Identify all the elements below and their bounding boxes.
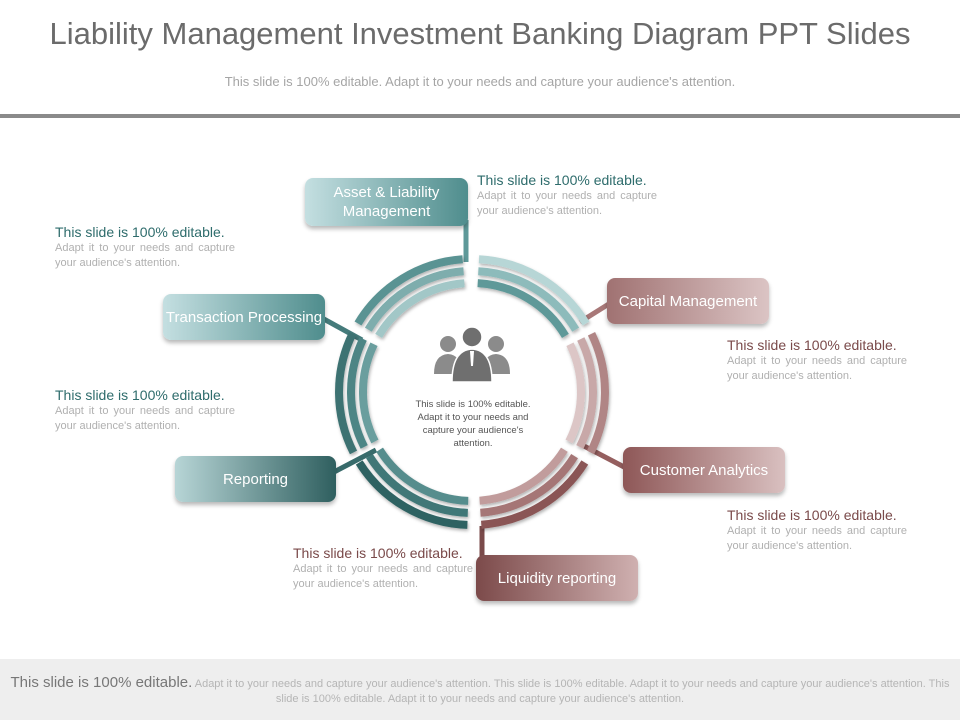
capital-management-box: Capital Management <box>607 278 769 324</box>
note-right-low: This slide is 100% editable. Adapt it to… <box>727 507 907 553</box>
arc-segment-reporting <box>355 460 468 529</box>
arc-segment-capital <box>576 337 597 449</box>
note-body: Adapt it to your needs and capture your … <box>727 355 907 382</box>
slide-subtitle: This slide is 100% editable. Adapt it to… <box>224 74 736 89</box>
arc-segment-customer <box>479 447 568 505</box>
note-body: Adapt it to your needs and capture your … <box>477 190 657 217</box>
footer-bar: This slide is 100% editable. Adapt it to… <box>0 659 960 720</box>
transaction-processing-box: Transaction Processing <box>163 294 325 340</box>
customer-analytics-box: Customer Analytics <box>623 447 785 493</box>
note-top-right: This slide is 100% editable. Adapt it to… <box>477 172 657 218</box>
note-right-mid: This slide is 100% editable. Adapt it to… <box>727 337 907 383</box>
arc-segment-top-left <box>364 267 464 332</box>
arc-segment-transaction <box>347 337 368 449</box>
reporting-box: Reporting <box>175 456 336 502</box>
arc-segment-reporting <box>366 453 468 517</box>
arc-segment-top-left <box>354 255 463 326</box>
slide-title: Liability Management Investment Banking … <box>49 16 911 51</box>
note-heading: This slide is 100% editable. <box>477 172 647 188</box>
arc-segment-reporting <box>376 447 469 505</box>
note-left-top: This slide is 100% editable. Adapt it to… <box>55 224 235 270</box>
arc-segment-capital <box>586 331 609 455</box>
note-body: Adapt it to your needs and capture your … <box>55 242 235 269</box>
connector-reporting <box>332 447 378 475</box>
footer-text: This slide is 100% editable. Adapt it to… <box>6 675 954 707</box>
note-heading: This slide is 100% editable. <box>727 337 897 353</box>
footer-heading: This slide is 100% editable. <box>10 674 193 691</box>
note-body: Adapt it to your needs and capture your … <box>293 563 473 590</box>
note-left-mid: This slide is 100% editable. Adapt it to… <box>55 387 235 433</box>
note-body: Adapt it to your needs and capture your … <box>55 405 235 432</box>
note-heading: This slide is 100% editable. <box>293 545 463 561</box>
arc-segment-customer <box>480 453 578 517</box>
footer-body: Adapt it to your needs and capture your … <box>194 678 950 705</box>
arc-segment-asset <box>478 267 580 332</box>
asset-liability-management-box: Asset & Liability Management <box>305 178 468 226</box>
arc-segment-transaction <box>335 331 358 455</box>
liquidity-reporting-box: Liquidity reporting <box>476 555 638 601</box>
arc-segment-asset <box>478 255 590 326</box>
arc-segment-customer <box>481 460 589 529</box>
note-heading: This slide is 100% editable. <box>55 387 225 403</box>
arc-segment-capital <box>565 342 586 444</box>
header-divider <box>0 114 960 118</box>
note-heading: This slide is 100% editable. <box>727 507 897 523</box>
arc-segment-top-left <box>375 279 465 338</box>
people-group-icon <box>434 326 510 383</box>
note-heading: This slide is 100% editable. <box>55 224 225 240</box>
note-bottom: This slide is 100% editable. Adapt it to… <box>293 545 473 591</box>
center-description: This slide is 100% editable. Adapt it to… <box>415 399 531 449</box>
note-body: Adapt it to your needs and capture your … <box>727 525 907 552</box>
arc-segment-transaction <box>358 342 379 444</box>
arc-segment-asset <box>477 279 569 338</box>
